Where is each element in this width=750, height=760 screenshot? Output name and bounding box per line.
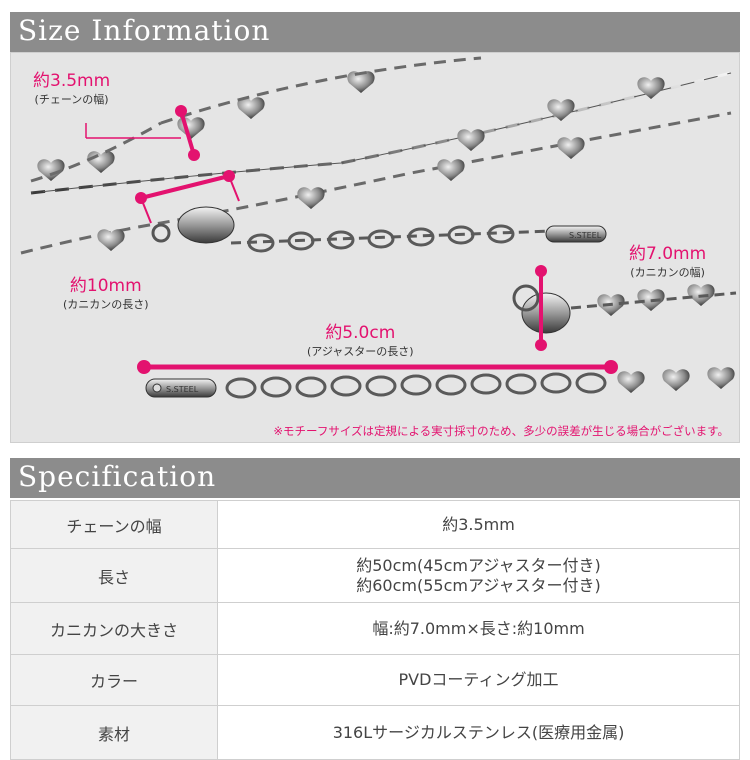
tag-text-middle: S.STEEL	[569, 231, 602, 240]
spec-value: 約3.5mm	[217, 500, 740, 549]
annotation-adjuster-length: 約5.0cm (アジャスターの長さ)	[307, 318, 414, 359]
spec-value-line-2: 約60cm(55cmアジャスター付き)	[356, 575, 601, 595]
size-information-header: Size Information	[10, 12, 740, 52]
spec-value: PVDコーティング加工	[217, 654, 740, 706]
extension-chain-bottom	[225, 372, 607, 399]
spec-value: 幅:約7.0mm×長さ:約10mm	[217, 602, 740, 655]
measure-clasp-width	[535, 265, 547, 351]
extension-tag-bottom: S.STEEL	[145, 378, 217, 398]
chain-hearts-middle	[97, 137, 585, 251]
measure-clasp-length	[135, 170, 240, 224]
annotation-clasp-length: 約10mm (カニカンの長さ)	[63, 271, 149, 312]
specification-header: Specification	[10, 458, 740, 498]
spec-value: 316Lサージカルステンレス(医療用金属)	[217, 705, 740, 760]
chain-width-value: 約3.5mm	[33, 71, 111, 91]
extension-chain-middle	[230, 224, 552, 253]
clasp-width-value: 約7.0mm	[629, 244, 707, 264]
spec-label: チェーンの幅	[10, 500, 218, 549]
adjuster-length-value: 約5.0cm	[325, 323, 396, 343]
spec-label: 長さ	[10, 548, 218, 603]
chain-strand-right	[570, 291, 737, 310]
spec-value: 約50cm(45cmアジャスター付き) 約60cm(55cmアジャスター付き)	[217, 548, 740, 603]
clasp-length-value: 約10mm	[69, 276, 142, 296]
chain-hearts-bottom	[617, 367, 735, 393]
adjuster-length-label: (アジャスターの長さ)	[307, 345, 414, 358]
extension-tag-middle: S.STEEL	[545, 225, 607, 243]
chain-width-label: (チェーンの幅)	[34, 93, 109, 106]
specification-table: チェーンの幅 約3.5mm 長さ 約50cm(45cmアジャスター付き) 約60…	[10, 500, 740, 760]
spec-value-line-1: 約50cm(45cmアジャスター付き)	[356, 555, 601, 575]
necklace-illustration: S.STEEL S.S	[20, 56, 737, 399]
chain-hearts-upper	[37, 71, 665, 181]
measure-adjuster-length	[137, 360, 618, 374]
spec-row-length: 長さ 約50cm(45cmアジャスター付き) 約60cm(55cmアジャスター付…	[10, 548, 740, 603]
spec-label: 素材	[10, 705, 218, 760]
measurement-note: ※モチーフサイズは定規による実寸採寸のため、多少の誤差が生じる場合がございます。	[273, 424, 729, 438]
spec-row-clasp-size: カニカンの大きさ 幅:約7.0mm×長さ:約10mm	[10, 602, 740, 655]
product-photo: S.STEEL S.S	[10, 52, 740, 443]
chain-strand-middle	[20, 111, 732, 255]
chain-strand-upper	[30, 71, 732, 195]
size-information-title: Size Information	[18, 14, 271, 47]
clasp-length-label: (カニカンの長さ)	[63, 298, 149, 311]
tag-text-bottom: S.STEEL	[166, 385, 199, 394]
measure-chain-width	[85, 105, 200, 161]
lobster-clasp-right	[512, 284, 571, 334]
spec-row-color: カラー PVDコーティング加工	[10, 654, 740, 706]
spec-row-chain-width: チェーンの幅 約3.5mm	[10, 500, 740, 549]
specification-title: Specification	[18, 460, 217, 493]
spec-label: カラー	[10, 654, 218, 706]
annotation-clasp-width: 約7.0mm (カニカンの幅)	[629, 239, 706, 280]
chain-strand-top	[30, 56, 482, 183]
lobster-clasp-middle	[151, 206, 235, 244]
clasp-width-label: (カニカンの幅)	[630, 266, 705, 279]
spec-row-material: 素材 316Lサージカルステンレス(医療用金属)	[10, 705, 740, 760]
annotation-chain-width: 約3.5mm (チェーンの幅)	[33, 66, 110, 107]
spec-label: カニカンの大きさ	[10, 602, 218, 655]
